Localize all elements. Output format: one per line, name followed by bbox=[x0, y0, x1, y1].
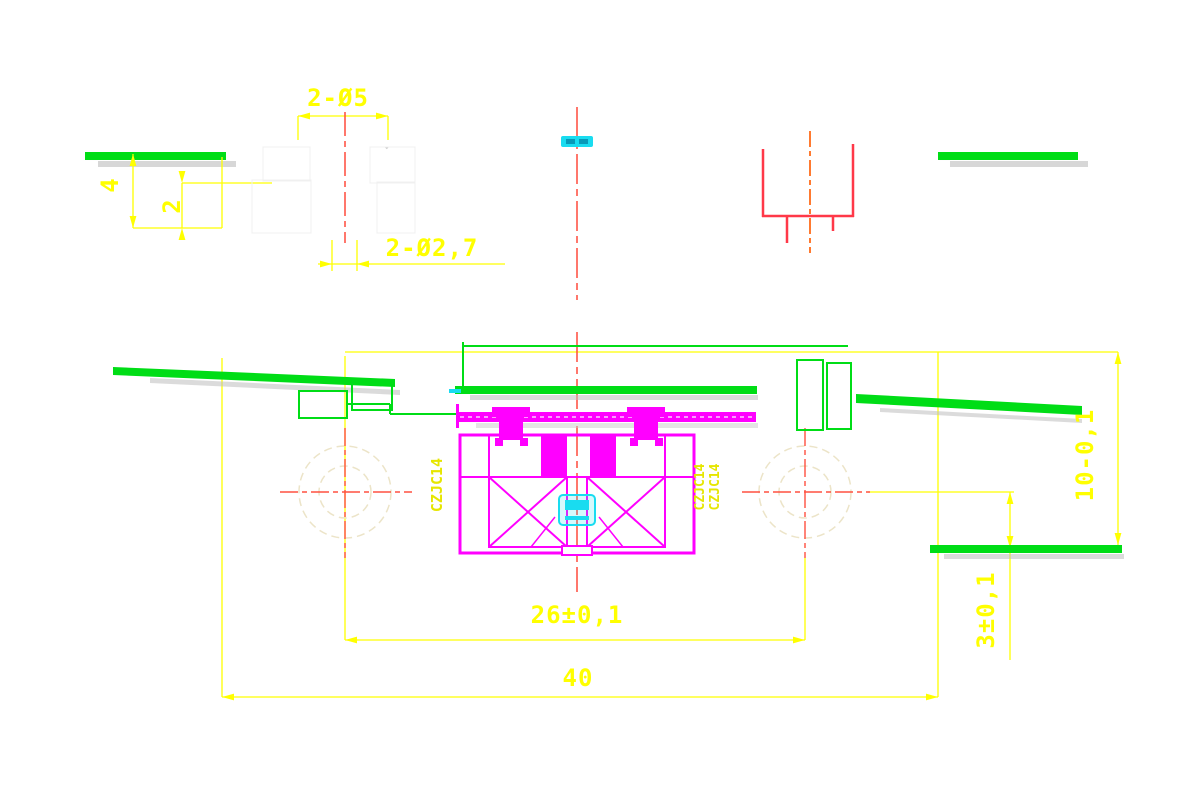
label-right-profile-line2: CZJC14 bbox=[708, 463, 723, 511]
glass-shadow-right bbox=[950, 161, 1088, 167]
dim-total-thickness: 4 bbox=[96, 177, 124, 193]
cyan-highlight-marker-section bbox=[558, 494, 596, 526]
profile-center-column-right bbox=[590, 435, 616, 477]
profile-strip-end bbox=[456, 404, 459, 428]
glass-line-top-right bbox=[938, 152, 1078, 160]
dim-overall-width: 40 bbox=[562, 664, 594, 692]
glass-step-outlines bbox=[298, 342, 852, 431]
profile-xbrace-right bbox=[586, 476, 666, 548]
glass-line-top-left bbox=[85, 152, 226, 160]
hatched-block-left bbox=[251, 146, 312, 234]
top-dimension-lines bbox=[132, 115, 505, 271]
dim-step-thickness: 2 bbox=[158, 198, 186, 214]
top-view bbox=[85, 107, 1088, 300]
glass-pane-right bbox=[856, 394, 1082, 415]
section-dimension-lines bbox=[221, 351, 1119, 698]
glass-pane-bottom-right bbox=[930, 545, 1122, 553]
glass-panes bbox=[113, 367, 1122, 553]
cyan-tick bbox=[449, 389, 461, 393]
profile-bottom-notch bbox=[561, 545, 593, 556]
dim-edge: 3±0,1 bbox=[972, 571, 1000, 649]
dim-holes-top: 2-Ø5 bbox=[307, 84, 369, 112]
profile-shadow bbox=[476, 423, 758, 428]
profile-corner-braces bbox=[530, 516, 624, 548]
dim-hole-spacing: 26±0,1 bbox=[530, 601, 624, 629]
glass-shadow-left bbox=[98, 161, 236, 167]
red-profile-section bbox=[761, 144, 855, 243]
dim-holes-bottom: 2-Ø2,7 bbox=[385, 234, 479, 262]
cyan-highlight-marker-top bbox=[561, 136, 593, 147]
top-dimension-arrows bbox=[129, 112, 388, 268]
label-right-profile-line1: CZJC14 bbox=[693, 463, 708, 511]
bolt-crosshairs bbox=[280, 428, 870, 558]
profile-center-column-left bbox=[541, 435, 567, 477]
hatched-block-right bbox=[369, 146, 416, 234]
section-view bbox=[113, 332, 1124, 701]
section-dimension-arrows bbox=[222, 352, 1122, 701]
profile-xbrace-left bbox=[488, 476, 568, 548]
magenta-profile bbox=[456, 404, 758, 556]
label-left-profile: CZJC14 bbox=[428, 457, 446, 513]
glass-pane-left bbox=[113, 367, 395, 387]
dim-height: 10-0,1 bbox=[1071, 408, 1099, 502]
glass-pane-center bbox=[455, 386, 757, 394]
